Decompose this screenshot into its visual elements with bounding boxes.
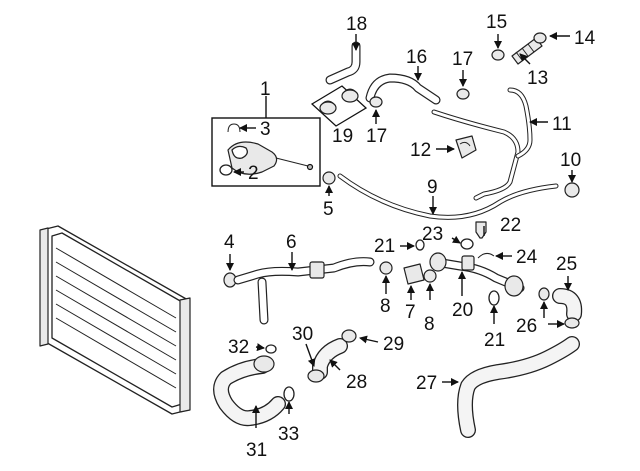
radiator	[39, 225, 191, 415]
part-25-elbow	[552, 288, 583, 322]
callout-11: 11	[552, 114, 572, 135]
part-29-clamp	[341, 329, 357, 343]
part-18-hose	[325, 41, 361, 85]
callout-14: 14	[574, 28, 596, 49]
part-27-hose	[457, 336, 580, 438]
part-26-clamp-a	[538, 287, 550, 301]
part-15-clamp	[491, 49, 505, 61]
callout-16: 16	[406, 47, 427, 68]
part-21-oring-a	[415, 239, 425, 251]
callout-15: 15	[486, 12, 507, 33]
part-12-bracket	[455, 135, 477, 159]
callout-21b: 21	[484, 330, 505, 351]
part-10-clamp	[564, 182, 580, 198]
part-31-hose	[213, 355, 286, 427]
part-7-hose	[403, 263, 425, 285]
callout-21a: 21	[374, 236, 395, 257]
callout-18: 18	[346, 14, 367, 35]
callout-4: 4	[224, 232, 235, 253]
callout-1: 1	[260, 79, 271, 100]
callout-6: 6	[286, 232, 297, 253]
callout-32: 32	[228, 337, 249, 358]
callout-10: 10	[560, 150, 581, 171]
callout-19: 19	[332, 126, 353, 147]
part-20-housing	[429, 252, 525, 297]
callout-17b: 17	[452, 49, 473, 70]
part-30-clamp	[307, 369, 325, 383]
part-24-clip	[477, 252, 495, 259]
part-28-hose	[312, 338, 348, 380]
part-19-clamps	[310, 85, 368, 127]
callout-26: 26	[516, 316, 537, 337]
callout-8b: 8	[424, 314, 435, 335]
part-1-assembly	[211, 117, 321, 187]
callout-8a: 8	[380, 296, 391, 317]
callout-7: 7	[405, 302, 416, 323]
part-23-oring	[460, 238, 474, 250]
callout-31: 31	[246, 440, 267, 461]
part-14-clamp	[533, 32, 547, 44]
part-9-pipe	[337, 173, 559, 220]
callout-29: 29	[383, 334, 404, 355]
callout-23: 23	[422, 224, 443, 245]
callout-17a: 17	[366, 126, 387, 147]
part-8-clamp-a	[379, 261, 393, 275]
part-8-clamp-b	[423, 269, 437, 283]
callout-25: 25	[556, 254, 577, 275]
part-32-fitting	[265, 344, 277, 354]
callout-13: 13	[527, 68, 548, 89]
part-33-oring	[283, 386, 295, 402]
part-6-pipe	[233, 257, 375, 325]
callout-2: 2	[248, 163, 259, 184]
part-21-oring-b	[488, 290, 500, 306]
part-16-hose	[365, 73, 441, 105]
callout-33: 33	[278, 424, 299, 445]
callout-12: 12	[410, 140, 431, 161]
part-5-clamp	[322, 171, 336, 185]
callout-24: 24	[516, 247, 538, 268]
part-17-clamp-a	[369, 96, 383, 108]
part-17-clamp-b	[456, 88, 470, 100]
callout-20: 20	[452, 300, 473, 321]
callout-28: 28	[346, 372, 367, 393]
leader-lines	[226, 32, 576, 428]
part-11-pipe	[431, 87, 533, 201]
callout-9: 9	[427, 177, 438, 198]
part-26-clamp-b	[564, 317, 580, 329]
callout-22: 22	[500, 215, 521, 236]
callout-27: 27	[416, 373, 437, 394]
callout-5: 5	[323, 199, 334, 220]
callout-3: 3	[260, 119, 271, 140]
callout-30: 30	[292, 324, 313, 345]
callout-labels: 1 2 3 4 5 6 7 8 8 9 10 11 12 13 14 15 16…	[224, 12, 596, 461]
